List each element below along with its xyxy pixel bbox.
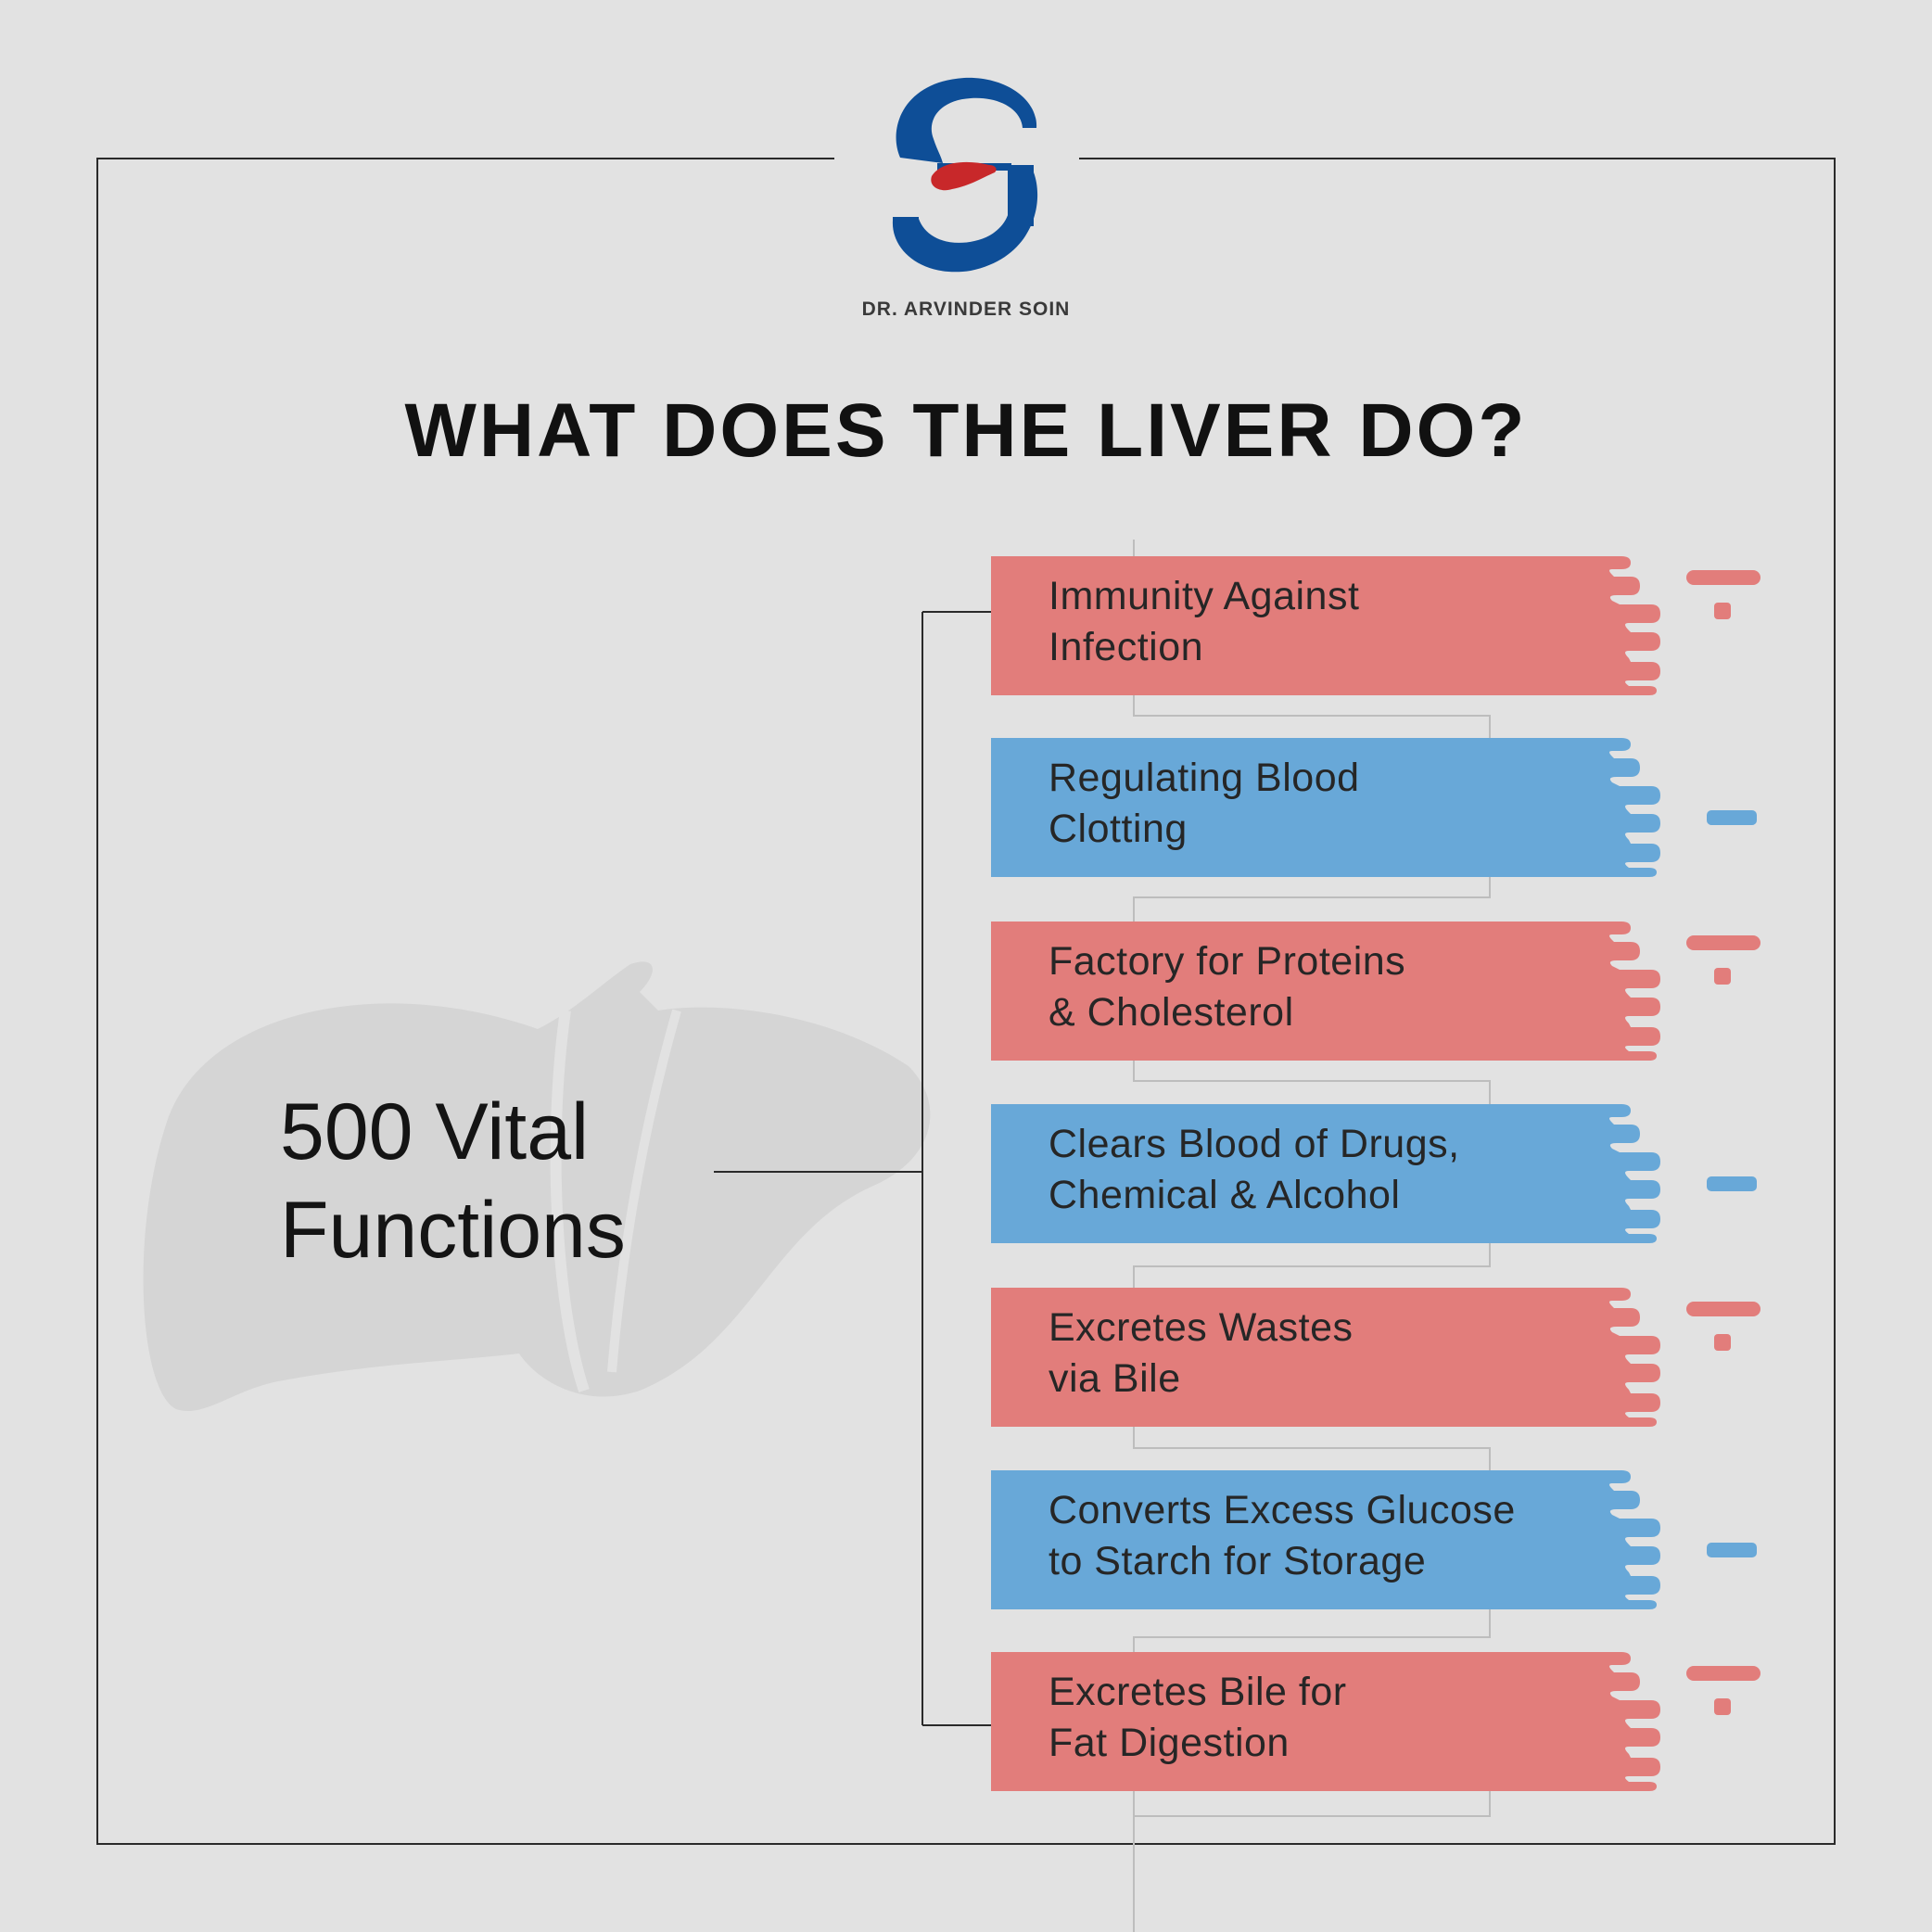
decor-dot: [1714, 603, 1731, 619]
vital-functions-line1: 500 Vital: [280, 1087, 590, 1176]
vital-functions-label: 500 Vital Functions: [280, 1083, 744, 1279]
function-item-line2: Fat Digestion: [1049, 1721, 1290, 1765]
liver-silhouette-icon: [143, 961, 931, 1412]
page-title: WHAT DOES THE LIVER DO?: [404, 388, 1528, 473]
function-item-shape: [991, 1104, 1757, 1243]
function-item-shape: [991, 1652, 1760, 1791]
function-item-shape: [991, 1470, 1757, 1609]
function-item-line1: Regulating Blood: [1049, 756, 1360, 800]
function-item-label: Factory for Proteins & Cholesterol: [1049, 936, 1568, 1038]
function-item-line2: Chemical & Alcohol: [1049, 1173, 1401, 1217]
function-item-line1: Converts Excess Glucose: [1049, 1488, 1516, 1532]
function-item-line2: & Cholesterol: [1049, 990, 1294, 1035]
function-item-label: Converts Excess Glucose to Starch for Sto…: [1049, 1485, 1568, 1587]
function-item-line1: Clears Blood of Drugs,: [1049, 1122, 1460, 1166]
decor-dash: [1707, 810, 1757, 825]
function-item: Clears Blood of Drugs, Chemical & Alcohol: [991, 1104, 1757, 1243]
function-item: Excretes Wastes via Bile: [991, 1288, 1760, 1427]
function-item-line1: Excretes Wastes: [1049, 1305, 1354, 1350]
function-item-shape: [991, 738, 1757, 877]
decor-dash: [1707, 1543, 1757, 1557]
function-item-line2: to Starch for Storage: [1049, 1539, 1427, 1583]
decor-dash: [1686, 1302, 1760, 1316]
function-item-shape: [991, 556, 1760, 695]
vital-functions-line2: Functions: [280, 1186, 626, 1275]
decor-dash: [1707, 1176, 1757, 1191]
function-item: Converts Excess Glucose to Starch for Sto…: [991, 1470, 1757, 1609]
decor-dot: [1714, 1698, 1731, 1715]
decor-dot: [1714, 968, 1731, 985]
function-item-shape: [991, 1288, 1760, 1427]
brand-logo-icon: [892, 77, 1038, 273]
decor-dash: [1686, 570, 1760, 585]
function-item: Factory for Proteins & Cholesterol: [991, 922, 1760, 1061]
function-item-label: Clears Blood of Drugs, Chemical & Alcohol: [1049, 1119, 1568, 1221]
brand-name: DR. ARVINDER SOIN: [861, 299, 1071, 320]
function-item-line2: Clotting: [1049, 807, 1188, 851]
liver-icon: [931, 161, 997, 191]
decor-dash: [1686, 935, 1760, 950]
function-item-line1: Immunity Against: [1049, 574, 1360, 618]
function-item-label: Excretes Wastes via Bile: [1049, 1303, 1568, 1405]
function-item-line2: via Bile: [1049, 1356, 1181, 1401]
decor-dot: [1714, 1334, 1731, 1351]
function-item-line2: Infection: [1049, 625, 1204, 669]
decor-dash: [1686, 1666, 1760, 1681]
function-item-shape: [991, 922, 1760, 1061]
function-item-line1: Factory for Proteins: [1049, 939, 1406, 984]
function-item-line1: Excretes Bile for: [1049, 1670, 1347, 1714]
